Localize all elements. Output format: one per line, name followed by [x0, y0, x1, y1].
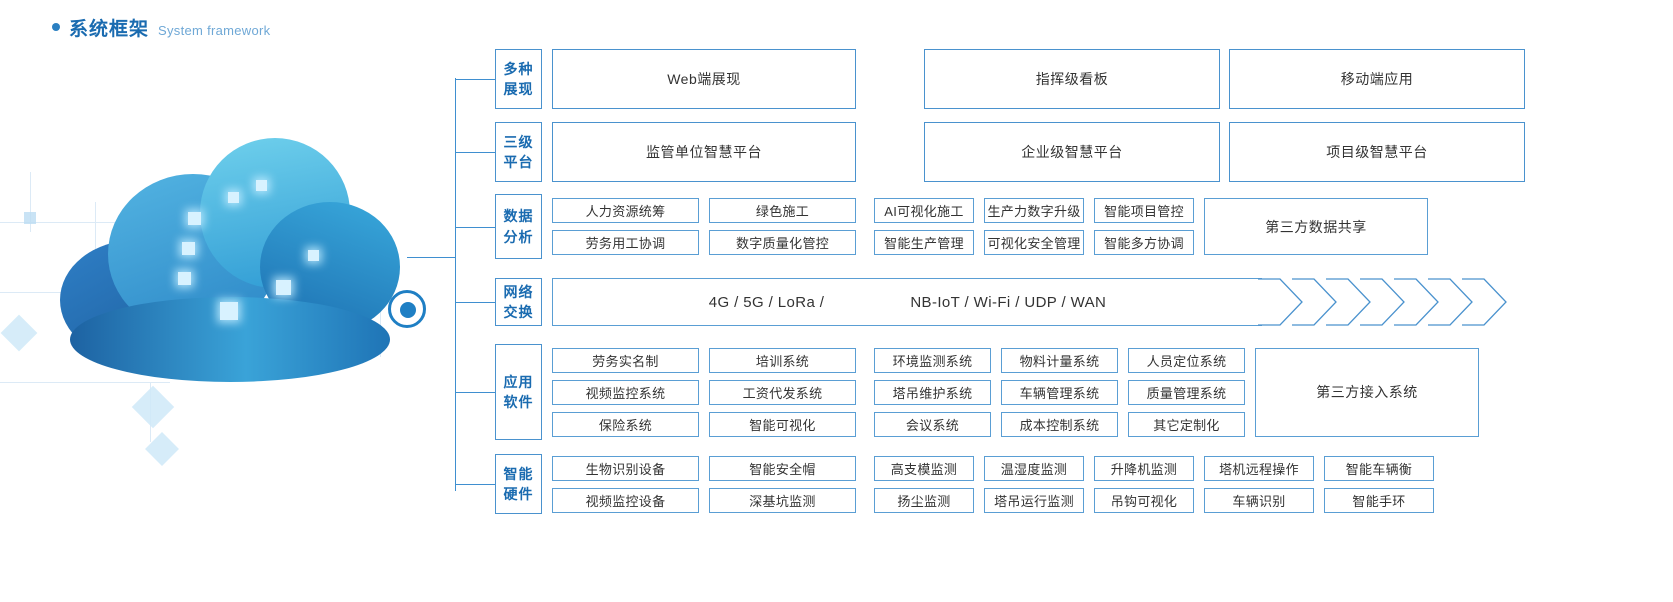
- row-label-line1: 多种: [503, 60, 534, 77]
- cell-item[interactable]: 会议系统: [874, 411, 991, 437]
- row-network-exchange: 网络 交换 4G / 5G / LoRa / NB-IoT / Wi-Fi / …: [495, 278, 1507, 326]
- box-mobile-app[interactable]: 移动端应用: [1229, 49, 1525, 109]
- group-app-software-mid: 环境监测系统 物料计量系统 人员定位系统 塔吊维护系统 车辆管理系统 质量管理系…: [874, 347, 1245, 437]
- cell-item[interactable]: 车辆管理系统: [1001, 379, 1118, 405]
- row-smart-hardware: 智能 硬件 生物识别设备 智能安全帽 视频监控设备 深基坑监测 高支模监测 温湿…: [495, 454, 1434, 514]
- bullet-dot-icon: [52, 23, 60, 31]
- cell-item[interactable]: 智能车辆衡: [1324, 455, 1434, 481]
- row-label-line1: 智能: [503, 465, 534, 482]
- cell-item[interactable]: 其它定制化: [1128, 411, 1245, 437]
- row-label-line1: 三级: [503, 133, 534, 150]
- row-label-line2: 交换: [503, 304, 534, 320]
- cell-item[interactable]: 智能安全帽: [709, 455, 856, 481]
- row-application-software: 应用 软件 劳务实名制 培训系统 视频监控系统 工资代发系统 保险系统 智能可视…: [495, 344, 1479, 440]
- row-label-line2: 分析: [503, 228, 534, 245]
- row-label-line2: 硬件: [503, 486, 534, 502]
- group-smart-hardware-mid: 高支模监测 温湿度监测 升降机监测 扬尘监测 塔吊运行监测 吊钩可视化: [874, 455, 1194, 513]
- network-tech-right: NB-IoT / Wi-Fi / UDP / WAN: [910, 293, 1107, 311]
- cell-item[interactable]: 智能可视化: [709, 411, 856, 437]
- box-network-protocols[interactable]: 4G / 5G / LoRa / NB-IoT / Wi-Fi / UDP / …: [552, 278, 1262, 326]
- row-label-line2: 展现: [503, 81, 534, 97]
- cell-item[interactable]: 数字质量化管控: [709, 230, 856, 255]
- cell-item[interactable]: 物料计量系统: [1001, 347, 1118, 373]
- box-third-party-data-sharing[interactable]: 第三方数据共享: [1204, 198, 1428, 255]
- page-title: 系统框架 System framework: [52, 14, 270, 41]
- network-tech-left: 4G / 5G / LoRa /: [708, 293, 825, 311]
- cell-item[interactable]: 温湿度监测: [984, 455, 1084, 481]
- row-label-line2: 软件: [503, 394, 534, 410]
- cell-item[interactable]: 高支模监测: [874, 455, 974, 481]
- page-title-en: System framework: [158, 23, 271, 38]
- row-label-line1: 应用: [503, 373, 534, 390]
- cell-item[interactable]: 环境监测系统: [874, 347, 991, 373]
- cell-item[interactable]: 智能手环: [1324, 487, 1434, 513]
- cell-item[interactable]: 生产力数字升级: [984, 198, 1084, 223]
- row-label-presentation: 多种 展现: [495, 49, 542, 109]
- cell-item[interactable]: 升降机监测: [1094, 455, 1194, 481]
- cell-item[interactable]: 塔吊维护系统: [874, 379, 991, 405]
- row-label-platform: 三级 平台: [495, 122, 542, 182]
- cell-item[interactable]: 视频监控系统: [552, 379, 699, 405]
- cell-item[interactable]: 塔吊运行监测: [984, 487, 1084, 513]
- network-node-icon: [388, 290, 426, 328]
- group-smart-hardware-right: 塔机远程操作 智能车辆衡 车辆识别 智能手环: [1204, 455, 1434, 513]
- box-web-display[interactable]: Web端展现: [552, 49, 856, 109]
- cell-item[interactable]: AI可视化施工: [874, 198, 974, 223]
- box-enterprise-platform[interactable]: 企业级智慧平台: [924, 122, 1220, 182]
- group-smart-hardware-left: 生物识别设备 智能安全帽 视频监控设备 深基坑监测: [552, 455, 856, 513]
- row-label-data-analysis: 数据 分析: [495, 194, 542, 259]
- cell-item[interactable]: 可视化安全管理: [984, 230, 1084, 255]
- cell-item[interactable]: 车辆识别: [1204, 487, 1314, 513]
- cloud-shape: [60, 132, 400, 382]
- cell-item[interactable]: 智能项目管控: [1094, 198, 1194, 223]
- cell-item[interactable]: 智能多方协调: [1094, 230, 1194, 255]
- box-third-party-access-system[interactable]: 第三方接入系统: [1255, 347, 1479, 437]
- cell-item[interactable]: 质量管理系统: [1128, 379, 1245, 405]
- row-label-line2: 平台: [503, 154, 534, 170]
- cell-item[interactable]: 人力资源统筹: [552, 198, 699, 223]
- cloud-network-illustration: [0, 52, 470, 552]
- row-platform: 三级 平台 监管单位智慧平台 企业级智慧平台 项目级智慧平台: [495, 122, 1525, 182]
- row-label-line1: 网络: [503, 283, 534, 300]
- cell-item[interactable]: 扬尘监测: [874, 487, 974, 513]
- cell-item[interactable]: 工资代发系统: [709, 379, 856, 405]
- tree-connectors: [406, 40, 506, 520]
- group-data-analysis-mid: AI可视化施工 生产力数字升级 智能项目管控 智能生产管理 可视化安全管理 智能…: [874, 198, 1194, 255]
- cell-item[interactable]: 绿色施工: [709, 198, 856, 223]
- row-presentation: 多种 展现 Web端展现 指挥级看板 移动端应用: [495, 49, 1525, 109]
- box-regulator-platform[interactable]: 监管单位智慧平台: [552, 122, 856, 182]
- row-data-analysis: 数据 分析 人力资源统筹 绿色施工 劳务用工协调 数字质量化管控 AI可视化施工…: [495, 194, 1428, 259]
- cell-item[interactable]: 劳务实名制: [552, 347, 699, 373]
- cell-item[interactable]: 保险系统: [552, 411, 699, 437]
- group-data-analysis-left: 人力资源统筹 绿色施工 劳务用工协调 数字质量化管控: [552, 198, 856, 255]
- row-label-network-exchange: 网络 交换: [495, 278, 542, 326]
- cell-item[interactable]: 人员定位系统: [1128, 347, 1245, 373]
- row-label-smart-hardware: 智能 硬件: [495, 454, 542, 514]
- cell-item[interactable]: 塔机远程操作: [1204, 455, 1314, 481]
- cell-item[interactable]: 生物识别设备: [552, 455, 699, 481]
- cell-item[interactable]: 劳务用工协调: [552, 230, 699, 255]
- chevron-right-icon: [1258, 278, 1507, 326]
- box-project-platform[interactable]: 项目级智慧平台: [1229, 122, 1525, 182]
- cell-item[interactable]: 吊钩可视化: [1094, 487, 1194, 513]
- group-app-software-left: 劳务实名制 培训系统 视频监控系统 工资代发系统 保险系统 智能可视化: [552, 347, 856, 437]
- page-title-cn: 系统框架: [69, 19, 150, 40]
- cell-item[interactable]: 智能生产管理: [874, 230, 974, 255]
- box-command-dashboard[interactable]: 指挥级看板: [924, 49, 1220, 109]
- cell-item[interactable]: 培训系统: [709, 347, 856, 373]
- cell-item[interactable]: 成本控制系统: [1001, 411, 1118, 437]
- cell-item[interactable]: 深基坑监测: [709, 487, 856, 513]
- cell-item[interactable]: 视频监控设备: [552, 487, 699, 513]
- row-label-application-software: 应用 软件: [495, 344, 542, 440]
- row-label-line1: 数据: [503, 208, 534, 225]
